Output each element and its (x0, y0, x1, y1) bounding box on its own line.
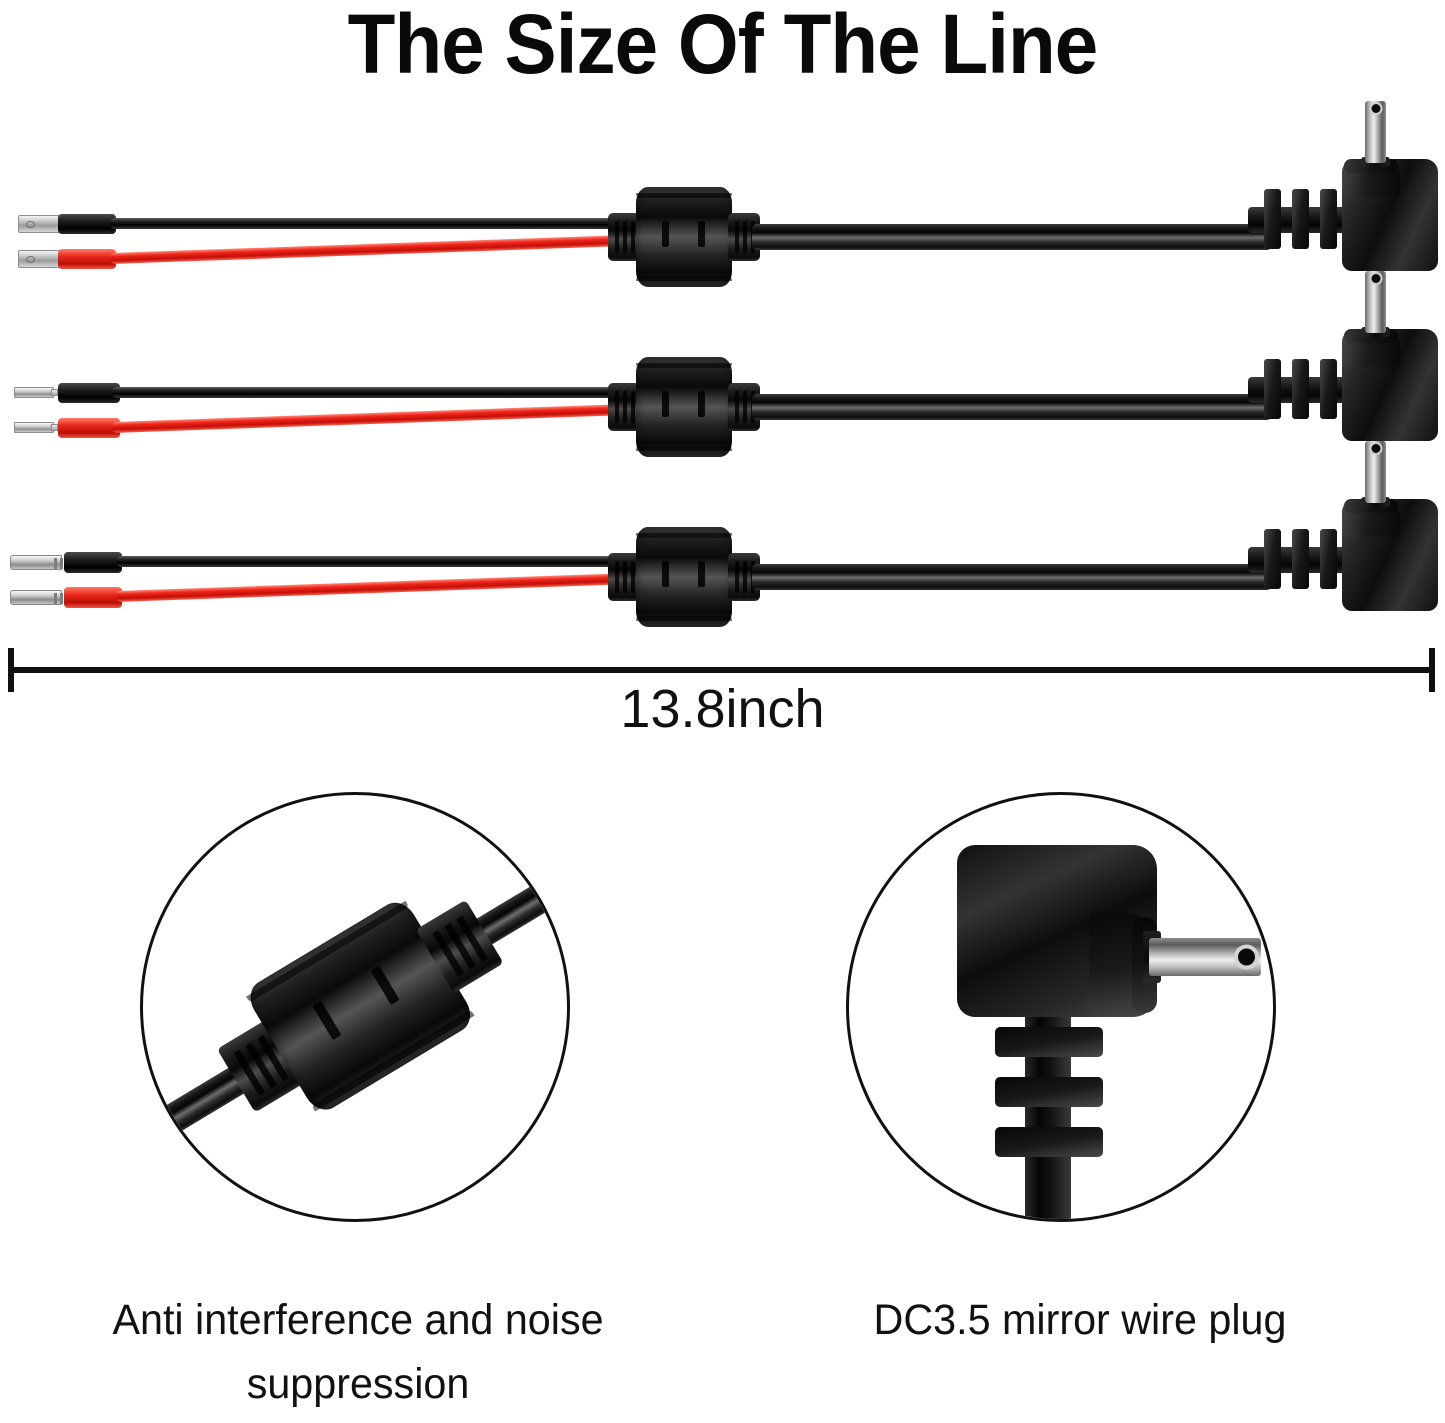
dc-plug-3 (1248, 441, 1438, 633)
heatshrink-black-1 (58, 214, 116, 234)
cable-diagram (0, 95, 1445, 640)
plug-strain-relief (1248, 359, 1348, 419)
wire-black-3 (116, 556, 630, 567)
caption-ferrite: Anti interference and noise suppression (112, 1296, 604, 1408)
dc-plug-2 (1248, 271, 1438, 463)
heatshrink-red-2 (58, 418, 120, 438)
heatshrink-red-1 (58, 249, 116, 269)
heatshrink-red-3 (64, 587, 122, 608)
plug-strain-relief (1248, 189, 1348, 249)
caption-plug: DC3.5 mirror wire plug (873, 1296, 1287, 1344)
cable-assembly-3 (0, 435, 1445, 665)
wire-black-1 (110, 218, 630, 229)
ferrite-collar-left (608, 553, 640, 601)
ferrite-barrel (636, 187, 732, 287)
detail-ferrite-core (198, 869, 522, 1144)
terminal-spade-black (18, 215, 62, 233)
heatshrink-black-3 (64, 552, 122, 573)
cable-jacket-1 (752, 224, 1272, 250)
ferrite-seam-bottom (636, 446, 732, 451)
ferrite-core-2 (608, 357, 760, 457)
detail-dc-plug (917, 845, 1261, 1219)
wire-red-2 (111, 403, 630, 433)
ferrite-collar-left (608, 213, 640, 261)
ferrite-barrel (636, 357, 732, 457)
ferrite-core-3 (608, 527, 760, 627)
dimension-rule (8, 667, 1435, 673)
cable-jacket-2 (752, 394, 1272, 420)
wire-red-1 (109, 234, 630, 264)
cable-assembly-2 (0, 265, 1445, 495)
plug-barrel-tip (1365, 101, 1386, 163)
terminal-pin-black (14, 387, 58, 398)
terminal-bullet-red (10, 590, 62, 605)
plug-barrel-tip (1149, 938, 1261, 976)
ferrite-barrel (636, 527, 732, 627)
page-title: The Size Of The Line (347, 0, 1099, 91)
terminal-pin-red (14, 422, 58, 433)
cable-jacket-3 (752, 564, 1272, 590)
detail-callout-ferrite (140, 792, 570, 1222)
dc-plug-1 (1248, 101, 1438, 293)
plug-barrel-tip (1365, 441, 1386, 503)
wire-black-2 (112, 387, 630, 398)
terminal-bullet-black (10, 555, 62, 570)
ferrite-seam-top (636, 533, 732, 538)
detail-callout-plug (846, 792, 1276, 1222)
ferrite-collar-left (608, 383, 640, 431)
ferrite-seam-bottom (636, 276, 732, 281)
plug-strain-relief (1248, 529, 1348, 589)
dimension-tick-right (1429, 648, 1435, 692)
ferrite-seam-bottom (636, 616, 732, 621)
ferrite-seam-top (636, 363, 732, 368)
heatshrink-black-2 (58, 383, 120, 403)
dimension-label: 13.8inch (620, 679, 825, 739)
plug-strain-relief (995, 1005, 1103, 1185)
plug-barrel-tip (1365, 271, 1386, 333)
wire-red-3 (115, 573, 630, 602)
ferrite-seam-top (636, 193, 732, 198)
dimension-line (8, 648, 1435, 692)
cable-assembly-1 (0, 95, 1445, 325)
